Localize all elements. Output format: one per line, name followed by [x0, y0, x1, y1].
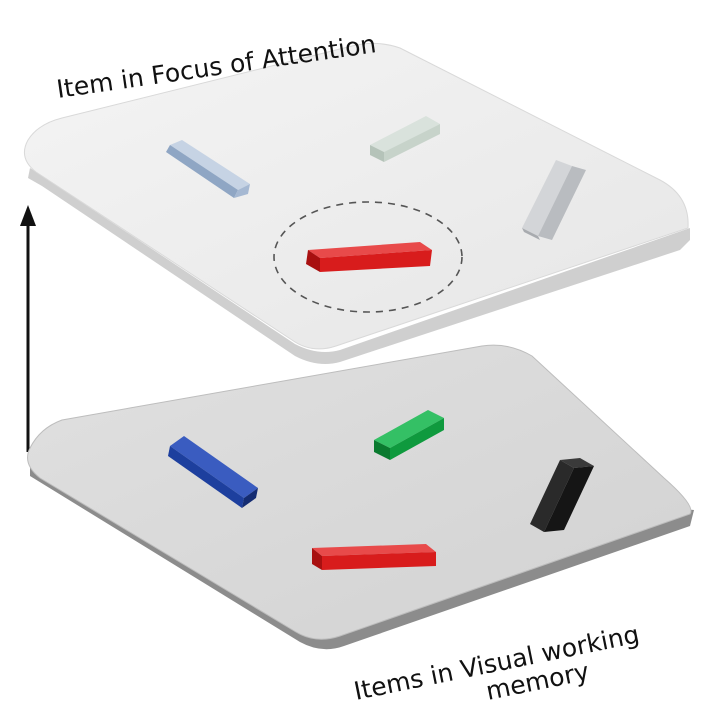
visual-working-memory-plate — [27, 344, 694, 650]
upward-arrow — [20, 205, 36, 452]
faded-gray-bar — [522, 160, 586, 240]
red-bar — [312, 544, 436, 570]
focused-red-bar — [306, 242, 432, 272]
blue-bar — [168, 436, 258, 508]
green-bar — [374, 410, 444, 460]
focus-circle — [273, 201, 463, 313]
focus-of-attention-plate — [23, 42, 690, 364]
faded-blue-bar — [166, 140, 250, 198]
faded-green-bar — [370, 116, 440, 162]
black-bar — [530, 458, 594, 532]
